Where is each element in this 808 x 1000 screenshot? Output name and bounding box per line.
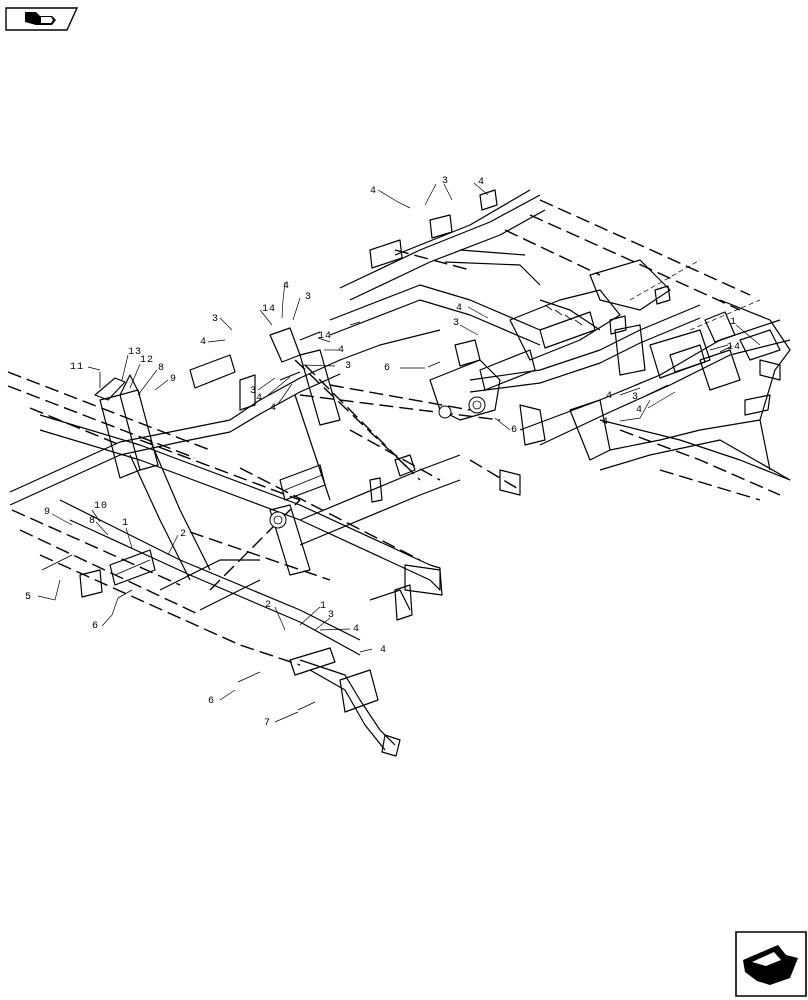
callout-label: 13 <box>128 347 142 358</box>
callout-label: 4 <box>200 337 207 348</box>
callout-label: 3 <box>250 386 257 397</box>
callout-label: 14 <box>262 304 276 315</box>
callout-label: 11 <box>70 362 84 373</box>
callout-label: 3 <box>442 176 449 187</box>
callout-label: 1 <box>122 518 129 529</box>
callout-label: 4 <box>478 177 485 188</box>
callout-label: 6 <box>511 425 518 436</box>
callout-label: 9 <box>170 374 177 385</box>
callout-label: 4 <box>602 417 609 428</box>
callout-label: 4 <box>270 403 277 414</box>
callout-label: 8 <box>89 516 96 527</box>
callout-label: 9 <box>44 507 51 518</box>
callout-label: 4 <box>456 303 463 314</box>
callout-label: 3 <box>632 392 639 403</box>
callout-label: 4 <box>338 345 345 356</box>
callout-label: 7 <box>264 718 271 729</box>
callout-label: 4 <box>636 405 643 416</box>
callout-label: 3 <box>212 314 219 325</box>
callout-label: 2 <box>180 529 187 540</box>
callout-label: 6 <box>208 696 215 707</box>
callout-label: 4 <box>380 645 387 656</box>
callout-label: 6 <box>384 363 391 374</box>
callout-label: 2 <box>265 600 272 611</box>
callout-label: 4 <box>256 393 263 404</box>
callout-label: 8 <box>158 363 165 374</box>
callout-label: 6 <box>92 621 99 632</box>
callout-label: 4 <box>283 281 290 292</box>
callout-label: 1 <box>320 601 327 612</box>
callout-label: 3 <box>305 292 312 303</box>
callout-label: 4 <box>353 624 360 635</box>
book-hand-icon[interactable] <box>5 7 79 31</box>
callout-label: 10 <box>94 501 108 512</box>
callout-label: 12 <box>140 355 154 366</box>
callout-label: 4 <box>606 391 613 402</box>
frame-assembly <box>7 189 791 757</box>
callout-labels: 4 3 4 4 3 3 4 4 3 4 4 3 6 6 1 4 3 4 <box>25 176 761 729</box>
callout-label: 3 <box>453 318 460 329</box>
callout-label: 14 <box>318 331 332 342</box>
callout-label: 3 <box>345 361 352 372</box>
callout-label: 3 <box>328 610 335 621</box>
callout-label: 14 <box>727 342 741 353</box>
callout-label: 5 <box>25 592 32 603</box>
arrow-next-page-icon[interactable] <box>735 931 807 997</box>
callout-label: 1 <box>730 317 737 328</box>
callout-label: 4 <box>370 186 377 197</box>
